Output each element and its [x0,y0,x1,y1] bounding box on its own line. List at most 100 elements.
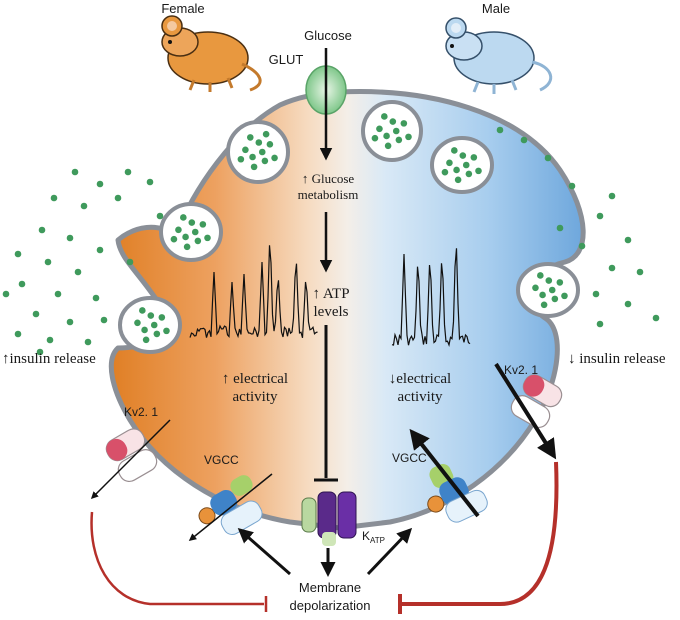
insulin-granule [561,292,568,300]
insulin-granule [255,139,263,146]
insulin-granule [383,132,390,140]
insulin-granule [371,134,379,142]
vgcc-male-icon [427,464,488,523]
insulin-granule [539,291,546,299]
insulin-granule [249,153,256,161]
insulin-granule [652,314,660,322]
insulin-granule [183,243,191,251]
insulin-release-male: ↓ insulin release [568,351,666,367]
insulin-granule [14,250,22,258]
insulin-granule [71,168,79,176]
insulin-granule [100,316,108,324]
insulin-granule [454,176,462,184]
insulin-granule [124,168,132,176]
insulin-granule [2,290,10,298]
electrical-activity-male-1: ↓electrical [389,371,451,387]
insulin-granule [465,170,473,178]
insulin-granule [578,242,586,250]
insulin-granule [44,258,52,266]
insulin-granule [459,152,467,159]
insulin-granule [153,330,161,338]
insulin-granule [544,154,552,162]
insulin-granule [96,246,104,254]
insulin-granule [66,318,74,326]
insulin-granule [54,290,62,298]
vesicle-female-low [118,296,182,354]
vgcc-female-arrow [188,473,273,541]
insulin-granule [384,142,392,150]
electrical-trace-male [391,248,471,347]
vgcc-male-arrow [409,428,480,518]
electrical-activity-male-2: activity [398,389,443,405]
insulin-granule [46,336,54,344]
insulin-granule [156,212,164,220]
membrane-label-2: depolarization [290,598,371,613]
insulin-granule [392,127,400,135]
insulin-granule [246,134,254,141]
insulin-granule [537,272,544,279]
insulin-granule [92,294,100,302]
insulin-granule [126,258,134,266]
insulin-granule [96,180,104,188]
insulin-granule [258,148,266,156]
katp-label: KATP [362,529,385,545]
insulin-granule [608,192,616,200]
insulin-granule [451,147,458,154]
insulin-granule [389,118,397,125]
insulin-granule [624,300,632,308]
insulin-granule [592,290,600,298]
vgcc-male-label: VGCC [392,451,427,465]
insulin-granule [66,234,74,242]
insulin-granule [548,286,556,294]
insulin-granule [395,136,403,144]
male-inhibit-feedback [402,461,559,606]
kv21-male-label: Kv2. 1 [504,363,538,377]
electrical-activity-female-2: activity [233,389,278,405]
insulin-granule [84,338,92,346]
insulin-granule [532,284,539,292]
vesicle-male-low [516,262,580,318]
insulin-granule [556,224,564,232]
insulin-granule [114,194,122,202]
kv21-female-arrow [90,419,171,500]
insulin-granule [175,226,182,234]
vesicle-male-mid [430,136,494,194]
vesicle-female-mid [159,202,223,262]
insulin-granule [381,113,388,120]
glucose-metabolism-label-1: ↑ Glucose [302,171,355,186]
insulin-granule [608,264,616,272]
insulin-granule [405,133,412,141]
insulin-granule [134,319,141,327]
insulin-granule [400,120,408,127]
insulin-granule [624,236,632,244]
insulin-granule [18,280,26,288]
insulin-granule [551,295,559,303]
insulin-granule [496,126,504,134]
electrical-activity-female-1: ↑ electrical [222,371,288,387]
insulin-granule [520,136,528,144]
insulin-granule [194,237,202,245]
glucose-metabolism-label-2: metabolism [298,187,359,202]
insulin-granule [261,157,269,165]
female-inhibit-feedback [90,511,264,606]
male-mouse-icon [445,17,553,94]
depol-to-vgcc-female-arrow [237,528,291,576]
insulin-granule [142,336,150,344]
insulin-granule [237,155,245,163]
insulin-granule [147,312,155,319]
insulin-granule [470,154,478,161]
insulin-granule [80,202,88,210]
insulin-granule [150,321,158,329]
insulin-granule [441,168,449,176]
insulin-granule [141,326,148,334]
insulin-granule [38,226,46,234]
insulin-granule [36,348,44,356]
insulin-granule [262,130,270,138]
depol-to-vgcc-male-arrow [366,527,413,576]
insulin-granule [163,327,170,335]
insulin-granule [596,212,604,220]
insulin-granule [462,161,470,169]
insulin-granule [32,310,40,318]
insulin-granule [556,279,564,286]
vesicle-male-top [361,100,423,162]
